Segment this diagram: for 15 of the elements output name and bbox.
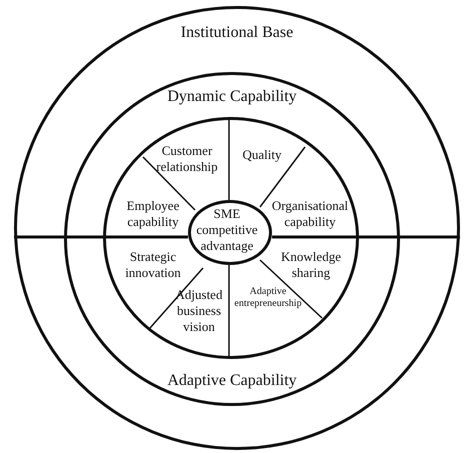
sector-label: Quality [242,147,282,164]
ring-label: Institutional Base [180,23,294,43]
inner-circle [103,117,359,359]
sector-label: Strategic innovation [124,248,182,281]
ring-label: Dynamic Capability [166,87,298,107]
outer-ring [14,6,460,450]
ring-label: Adaptive Capability [166,371,298,391]
center-label: SME competitive advantage [195,206,259,254]
sector-label: Adaptive entrepreneurship [233,286,303,310]
middle-ring [64,72,400,406]
sector-label: Organisational capability [270,198,350,230]
sector-label: Employee capability [126,198,180,230]
center-circle [188,200,272,265]
sector-label: Knowledge sharing [280,248,342,281]
sector-label: Customer relationship [155,142,219,175]
